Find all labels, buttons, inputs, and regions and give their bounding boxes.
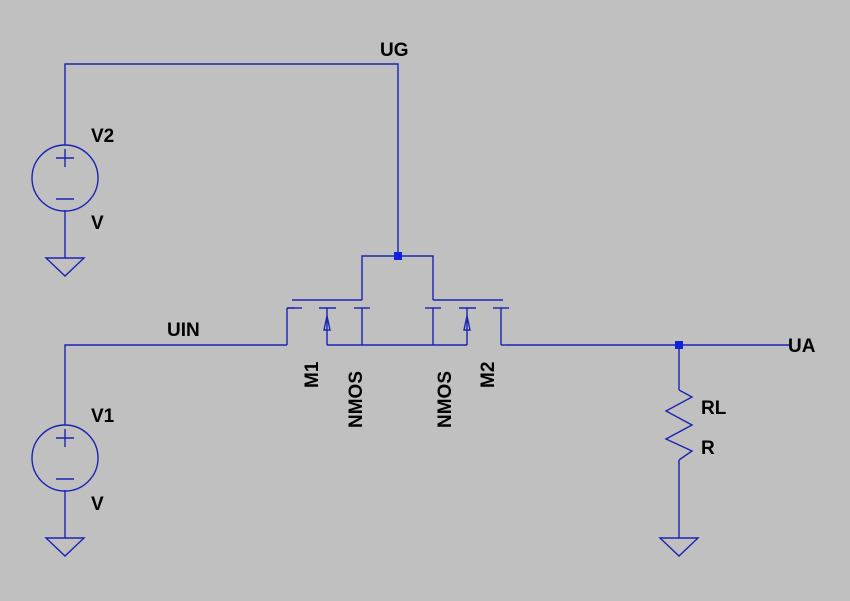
nmos-transistor-m2[interactable] bbox=[425, 299, 509, 346]
wires bbox=[64, 63, 790, 538]
m2-model-label: NMOS bbox=[435, 371, 456, 428]
net-label-uin: UIN bbox=[167, 320, 200, 341]
ground-icon bbox=[44, 537, 86, 557]
wire-uin-net[interactable] bbox=[64, 344, 287, 425]
ground-icon bbox=[658, 537, 700, 557]
junction-ua bbox=[675, 341, 683, 349]
wire-gate-bus[interactable] bbox=[361, 255, 434, 300]
resistor-rl[interactable] bbox=[664, 389, 694, 461]
rl-value-label: R bbox=[701, 438, 715, 459]
rl-name-label: RL bbox=[701, 398, 727, 419]
voltage-source-v1[interactable] bbox=[31, 424, 99, 492]
m1-name-label: M1 bbox=[302, 361, 323, 388]
net-label-ua: UA bbox=[788, 336, 816, 357]
nmos-transistor-m1[interactable] bbox=[286, 299, 370, 346]
v1-value-label: V bbox=[91, 494, 104, 515]
v2-name-label: V2 bbox=[91, 126, 114, 147]
m1-model-label: NMOS bbox=[346, 371, 367, 428]
voltage-source-v2[interactable] bbox=[31, 144, 99, 212]
m2-name-label: M2 bbox=[478, 362, 499, 388]
net-label-ug: UG bbox=[380, 40, 409, 61]
v2-value-label: V bbox=[91, 213, 104, 234]
v1-name-label: V1 bbox=[91, 406, 115, 427]
junction-ug bbox=[394, 252, 402, 260]
wire-ug-net[interactable] bbox=[64, 63, 399, 256]
ground-icon bbox=[44, 257, 86, 277]
